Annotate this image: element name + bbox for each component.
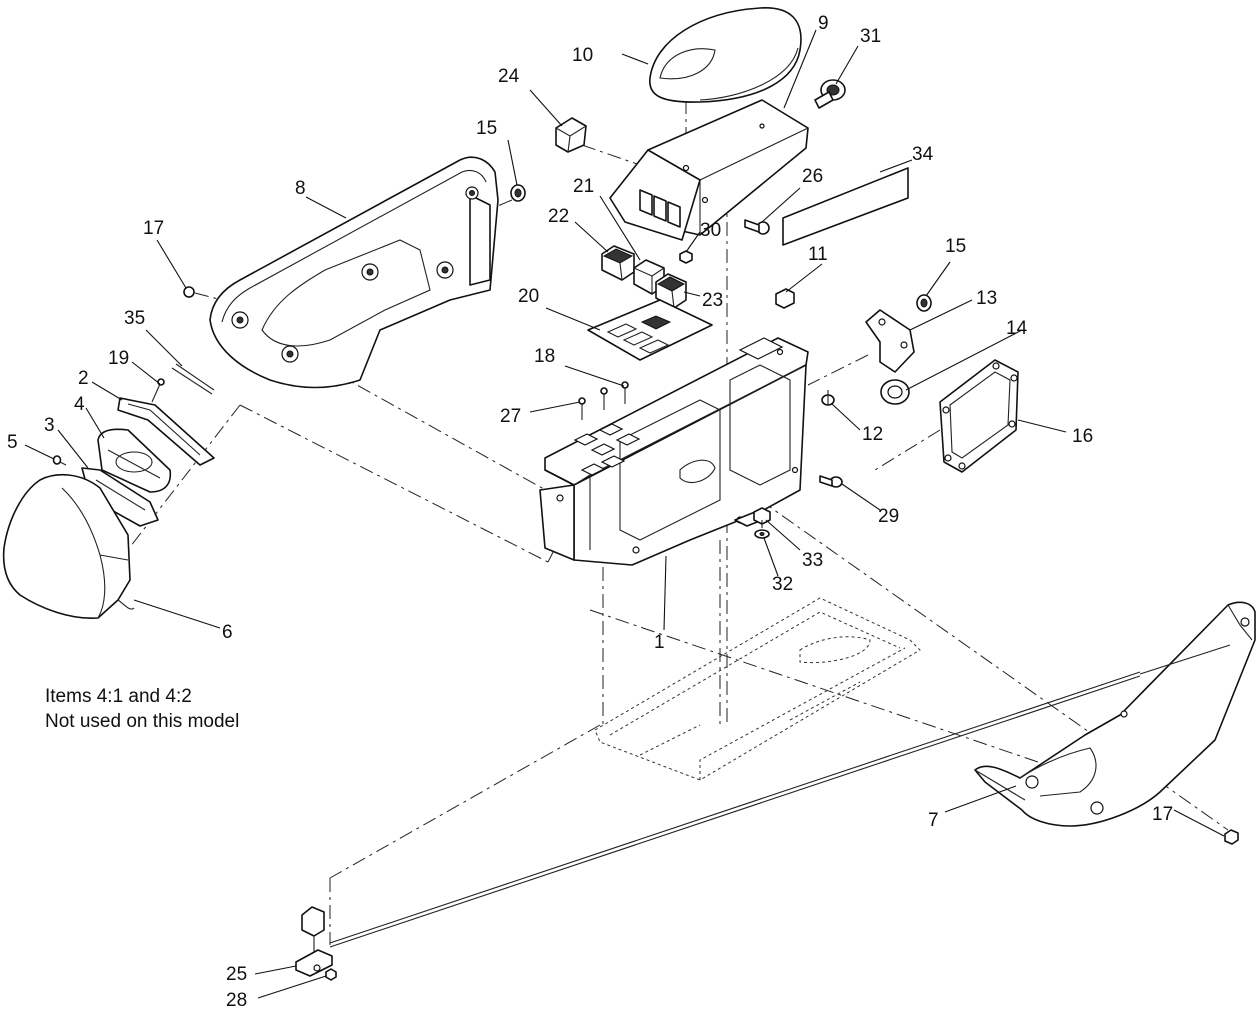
switch-panel-plate (587, 299, 713, 361)
callout-5: 5 (7, 432, 18, 453)
callout-15: 15 (476, 118, 497, 139)
callout-labels: 10 9 31 24 15 34 8 26 21 22 30 17 15 11 … (7, 13, 1173, 1011)
screw-5 (52, 455, 67, 466)
callout-18: 18 (534, 346, 555, 367)
callout-31: 31 (860, 26, 881, 47)
grommet-right (916, 294, 932, 312)
screw-17-right (1224, 829, 1239, 845)
callout-28: 28 (226, 990, 247, 1011)
nut-30 (679, 250, 693, 264)
clip-11 (775, 288, 795, 309)
armrest-housing (609, 99, 809, 451)
callout-12: 12 (862, 424, 883, 445)
callout-29: 29 (878, 506, 899, 527)
callout-34: 34 (912, 144, 934, 165)
bolt-29 (819, 475, 843, 488)
callout-3: 3 (44, 415, 55, 436)
callout-27: 27 (500, 406, 521, 427)
switch-cap (555, 117, 587, 153)
grommet-upper (510, 184, 526, 202)
callout-32: 32 (772, 574, 793, 595)
lever-25 (295, 906, 333, 977)
nut-28 (325, 968, 337, 981)
decal-35 (171, 363, 215, 395)
callout-25: 25 (226, 964, 247, 985)
callout-26: 26 (802, 166, 823, 187)
callout-20: 20 (518, 286, 539, 307)
callout-6: 6 (222, 622, 233, 643)
callout-10: 10 (572, 45, 593, 66)
washer-32 (754, 529, 770, 539)
callout-24: 24 (498, 66, 520, 87)
gasket-2 (117, 397, 215, 466)
callout-30: 30 (700, 220, 721, 241)
control-module-16 (939, 359, 1019, 473)
screw-27 (578, 397, 586, 420)
bushing-14 (880, 379, 910, 405)
bolt-33 (753, 507, 771, 528)
screw-18 (600, 381, 629, 410)
bracket-13 (865, 309, 915, 373)
callout-14: 14 (1006, 318, 1028, 339)
callout-8: 8 (295, 178, 306, 199)
callout-17: 17 (143, 218, 164, 239)
front-cover-6 (2, 473, 135, 619)
screw-17-left (183, 286, 195, 298)
rocker-switch-23 (655, 273, 687, 309)
callout-2: 2 (78, 368, 89, 389)
callout-16: 16 (1072, 426, 1093, 447)
callout-19: 19 (108, 348, 129, 369)
callout-15: 15 (945, 236, 966, 257)
callout-9: 9 (818, 13, 829, 34)
callout-4: 4 (74, 394, 85, 415)
callout-23: 23 (702, 290, 723, 311)
bolt-12 (821, 390, 835, 406)
callout-21: 21 (573, 176, 594, 197)
callout-7: 7 (928, 810, 939, 831)
model-note: Items 4:1 and 4:2 Not used on this model (45, 684, 239, 734)
left-side-cover (209, 156, 499, 389)
callout-22: 22 (548, 206, 569, 227)
callout-1: 1 (654, 632, 665, 653)
callout-33: 33 (802, 550, 823, 571)
right-side-cover-7 (974, 601, 1256, 827)
tilt-rod (329, 644, 1231, 948)
power-outlet (814, 79, 846, 109)
main-frame (539, 337, 809, 566)
screw-26 (744, 219, 770, 235)
decal-strip (782, 167, 909, 246)
model-note-line-2: Not used on this model (45, 711, 240, 732)
callout-17: 17 (1152, 804, 1173, 825)
model-note-line-1: Items 4:1 and 4:2 (45, 686, 192, 707)
callout-13: 13 (976, 288, 997, 309)
callout-11: 11 (808, 244, 828, 265)
armrest-pad (649, 7, 802, 103)
base-plate (594, 597, 921, 781)
leader-lines (24, 29, 1225, 999)
panel-4 (97, 428, 172, 493)
callout-35: 35 (124, 308, 145, 329)
